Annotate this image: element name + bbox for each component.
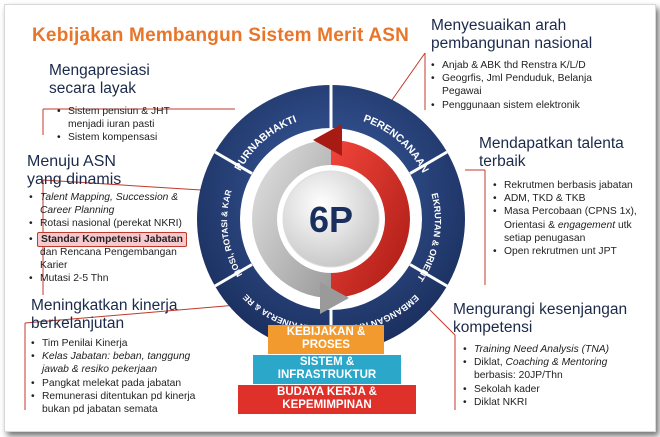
list-item-emph: Coaching & Mentoring [505,357,608,369]
list-item-text: Masa Percobaan (CPNS 1x), Orientasi & [504,206,637,231]
list-item-text: Diklat, [474,357,503,369]
tier-kebijakan-line-2: PROSES [302,339,350,351]
list-item-emph: engagement [557,219,616,231]
list-item: Tim Penilai Kinerja [31,337,211,350]
list-kompetensi: Training Need Analysis (TNA) Diklat, Coa… [463,343,643,409]
list-item: Training Need Analysis (TNA) [463,343,643,356]
heading-arah-line-1: Menyesuaikan arah [431,17,567,34]
center-label: 6P [309,199,353,240]
wheel-hub [282,170,380,268]
heading-dinamis-line-1: Menuju ASN [27,153,116,170]
list-item: ADM, TKD & TKB [493,192,643,205]
heading-kompetensi-line-2: kompetensi [453,319,533,336]
list-item: Mutasi 2-5 Thn [29,272,194,285]
list-item: Masa Percobaan (CPNS 1x), Orientasi & en… [493,205,643,245]
tier-kebijakan: KEBIJAKAN & PROSES [268,325,384,354]
heading-kompetensi-line-1: Mengurangi kesenjangan [453,301,628,318]
red-arrow-arc [331,140,410,298]
list-item-rest: dan Rencana Pengembangan Karier [40,246,177,272]
highlight-standar-kompetensi: Standar Kompetensi Jabatan [37,231,187,247]
slide-frame: Kebijakan Membangun Sistem Merit ASN Men… [4,4,656,432]
heading-kinerja-line-2: berkelanjutan [31,315,125,332]
tier-sistem: SISTEM & INFRASTRUKTUR [253,355,401,384]
heading-apresiasi: Mengapresiasi secara layak [49,62,150,98]
divider [214,150,253,175]
heading-kinerja: Meningkatkan kinerja berkelanjutan [31,297,177,333]
list-item: Sekolah kader [463,383,643,396]
heading-talenta-line-1: Mendapatkan talenta [479,135,624,152]
heading-arah: Menyesuaikan arah pembangunan nasional [431,17,592,53]
list-item: Talent Mapping, Succession & Career Plan… [29,191,194,217]
list-dinamis: Talent Mapping, Succession & Career Plan… [29,191,194,286]
list-item: Standar Kompetensi Jabatan dan Rencana P… [29,231,194,273]
red-arrow-head [313,124,342,156]
slide-title: Kebijakan Membangun Sistem Merit ASN [32,25,410,46]
list-item: Kelas Jabatan: beban, tanggung jawab & r… [31,350,211,376]
tier-budaya: BUDAYA KERJA & KEPEMIMPINAN [238,385,416,414]
tier-kebijakan-line-1: KEBIJAKAN & [286,326,366,338]
list-talenta: Rekrutmen berbasis jabatan ADM, TKD & TK… [493,179,643,258]
gray-arrow-arc [252,140,331,298]
list-item-text: berbasis: 20JP/Thn [474,370,563,382]
heading-kinerja-line-1: Meningkatkan kinerja [31,297,178,314]
list-item: Open rekrutmen unt JPT [493,245,643,258]
heading-talenta-line-2: terbaik [479,153,526,170]
list-item: Diklat, Coaching & Mentoring berbasis: 2… [463,356,643,382]
list-item: Geogrfis, Jml Penduduk, Belanja Pegawai [431,72,631,98]
heading-dinamis-line-2: yang dinamis [27,171,122,188]
leader-kinerja [24,304,238,324]
list-item: Diklat NKRI [463,396,643,409]
wheel-dividers [214,85,448,353]
heading-talenta: Mendapatkan talenta terbaik [479,135,624,171]
heading-arah-line-2: pembangunan nasional [431,35,593,52]
list-item: Rekrutmen berbasis jabatan [493,179,643,192]
list-item-text: utk setiap penugasan [504,219,632,244]
list-item: Remunerasi ditentukan pd kinerja bukan p… [31,390,211,416]
list-item: Sistem kompensasi [57,131,187,144]
list-item: Penggunaan sistem elektronik [431,99,631,112]
divider [409,150,448,175]
heading-dinamis: Menuju ASN yang dinamis [27,153,121,189]
6p-wheel: 6P PURNABHAKTI PERENCANAAN PEREKRUTAN & … [192,80,465,353]
list-item: Anjab & ABK thd Renstra K/L/D [431,59,631,72]
list-item: Sistem pensiun & JHT menjadi iuran pasti [57,105,187,131]
list-item: Pangkat melekat pada jabatan [31,377,211,390]
list-arah: Anjab & ABK thd Renstra K/L/D Geogrfis, … [431,59,631,112]
heading-apresiasi-line-1: Mengapresiasi [49,62,150,79]
heading-kompetensi: Mengurangi kesenjangan kompetensi [453,301,627,337]
list-apresiasi: Sistem pensiun & JHT menjadi iuran pasti… [57,105,187,145]
gray-arrow-head [320,282,349,314]
tier-sistem-line-1: SISTEM & [299,356,355,368]
tier-budaya-line-2: KEPEMIMPINAN [282,399,372,411]
tier-budaya-line-1: BUDAYA KERJA & [277,386,377,398]
leader-kompetensi [424,304,456,336]
list-kinerja: Tim Penilai Kinerja Kelas Jabatan: beban… [31,337,211,416]
divider [214,263,253,288]
leader-dinamis [42,179,202,191]
list-item: Rotasi nasional (perekat NKRI) [29,217,194,230]
tier-sistem-line-2: INFRASTRUKTUR [277,369,377,381]
heading-apresiasi-line-2: secara layak [49,80,137,97]
divider [409,263,448,288]
